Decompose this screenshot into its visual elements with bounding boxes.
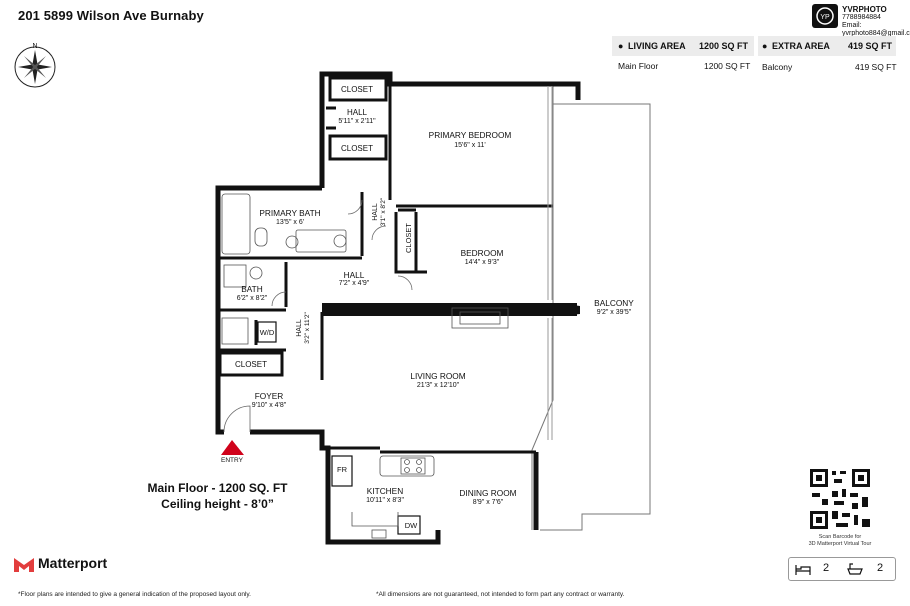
bullet-icon: ● (762, 41, 768, 51)
page-title: 201 5899 Wilson Ave Burnaby (18, 8, 204, 23)
dining-room-name: DINING ROOM (459, 488, 516, 498)
hall-vertical-dim: 3'1" x 8'2" (380, 197, 387, 226)
living-room-dim: 21'3" x 12'10" (417, 382, 460, 389)
primary-bath-name: PRIMARY BATH (259, 208, 320, 218)
toilet-icon (254, 227, 268, 247)
sink-icon (333, 234, 347, 248)
hall-left-dim: 3'2" x 11'2" (304, 312, 311, 344)
sink-icon (285, 235, 299, 249)
vanity-icon (295, 229, 347, 253)
bathroom-count: 2 (877, 562, 884, 574)
foyer-name: FOYER (255, 391, 284, 401)
sink-icon (371, 529, 387, 539)
sink-icon (249, 266, 263, 280)
living-row-name: Main Floor (618, 61, 659, 71)
shower-icon (221, 317, 249, 345)
fixtures (221, 193, 509, 539)
entry-door-icon (223, 405, 251, 433)
counter-outline (351, 512, 399, 527)
doors (223, 199, 413, 433)
washer-dryer-label: W/D (260, 328, 275, 337)
balcony-outline (531, 84, 651, 531)
fireplace-icon (451, 307, 509, 329)
stove-icon (400, 457, 426, 475)
fridge-label: FR (337, 465, 348, 474)
bedroom-name: BEDROOM (461, 248, 504, 258)
closet-bedroom-label: CLOSET (404, 223, 413, 253)
island-icon (379, 455, 435, 477)
hall-left-name: HALL (296, 319, 303, 337)
living-row-value: 1200 SQ FT (704, 61, 751, 71)
balcony-dim: 9'2" x 39'5" (597, 309, 632, 316)
qr-note-line2: 3D Matterport Virtual Tour (808, 541, 872, 547)
interior-walls (218, 74, 553, 454)
brand-name: YVRPHOTO (842, 5, 887, 14)
bathtub-icon (847, 563, 863, 575)
brand-phone: 7788984884 (842, 14, 881, 21)
windows (547, 86, 553, 440)
living-area-total: 1200 SQ FT (698, 41, 748, 51)
bullet-icon: ● (618, 41, 624, 51)
extra-area-total: 419 SQ FT (847, 41, 892, 51)
entry-arrow-icon (221, 440, 244, 455)
hall-top-dim: 5'11" x 2'11" (338, 118, 376, 125)
dining-room-dim: 8'9" x 7'6" (473, 499, 504, 506)
hall-mid-name: HALL (344, 270, 365, 280)
bedroom-count: 2 (823, 562, 830, 574)
dishwasher-label: DW (405, 521, 418, 530)
primary-bath-dim: 13'5" x 6' (276, 219, 304, 226)
washer-dryer-icon (257, 321, 277, 343)
floor-info: Main Floor - 1200 SQ. FT Ceiling height … (135, 480, 300, 512)
extra-area-panel: ● EXTRA AREA 419 SQ FT (758, 36, 896, 56)
bedroom-dim: 14'4" x 9'3" (465, 259, 500, 266)
qr-note: Scan Barcode for 3D Matterport Virtual T… (790, 534, 890, 548)
compass-north: N (32, 43, 37, 50)
compass-icon: N (14, 43, 56, 88)
brand-info: YVRPHOTO 7788984884 Email: yvrphoto884@g… (842, 6, 910, 38)
bed-icon (795, 565, 811, 575)
living-area-label: LIVING AREA (628, 41, 686, 51)
disclaimer-left: *Floor plans are intended to give a gene… (18, 591, 251, 598)
primary-bedroom-name: PRIMARY BEDROOM (429, 130, 512, 140)
svg-text:YP: YP (820, 14, 830, 21)
qr-note-line1: Scan Barcode for (818, 534, 862, 540)
shower-icon (223, 264, 247, 288)
bathtub-icon (221, 193, 251, 255)
fridge-icon (331, 455, 353, 487)
extra-row-value: 419 SQ FT (855, 62, 897, 72)
extra-row-name: Balcony (762, 62, 793, 72)
yvrphoto-logo: YP (812, 4, 838, 28)
extra-area-label: EXTRA AREA (772, 41, 830, 51)
hall-mid-dim: 7'2" x 4'9" (339, 280, 370, 287)
matterport-brand: Matterport (38, 555, 108, 571)
bath-name: BATH (241, 284, 263, 294)
matterport-logo-icon (14, 558, 34, 572)
entry-label: ENTRY (221, 457, 244, 464)
qr-code-icon (808, 467, 872, 531)
kitchen-dim: 10'11" x 8'3" (366, 497, 404, 504)
foyer-dim: 9'10" x 4'8" (252, 402, 287, 409)
closet-mid-label: CLOSET (341, 144, 373, 153)
floor-area-text: Main Floor - 1200 SQ. FT (147, 481, 288, 495)
hall-vertical-name: HALL (372, 203, 379, 221)
ceiling-height-text: Ceiling height - 8’0” (161, 497, 274, 511)
living-area-panel: ● LIVING AREA 1200 SQ FT (612, 36, 754, 56)
bath-dim: 6'2" x 8'2" (237, 295, 268, 302)
closet-top-label: CLOSET (341, 85, 373, 94)
central-wall (322, 303, 577, 316)
balcony-name: BALCONY (594, 298, 634, 308)
kitchen-name: KITCHEN (367, 486, 403, 496)
brand-email: Email: yvrphoto884@gmail.com (842, 22, 910, 37)
closet-foyer-label: CLOSET (235, 360, 267, 369)
primary-bedroom-dim: 15'6" x 11' (454, 142, 486, 149)
hall-top-name: HALL (347, 108, 368, 117)
disclaimer-right: *All dimensions are not guaranteed, not … (376, 591, 625, 598)
living-room-name: LIVING ROOM (410, 371, 465, 381)
room-count-badges: 2 2 (788, 557, 896, 581)
